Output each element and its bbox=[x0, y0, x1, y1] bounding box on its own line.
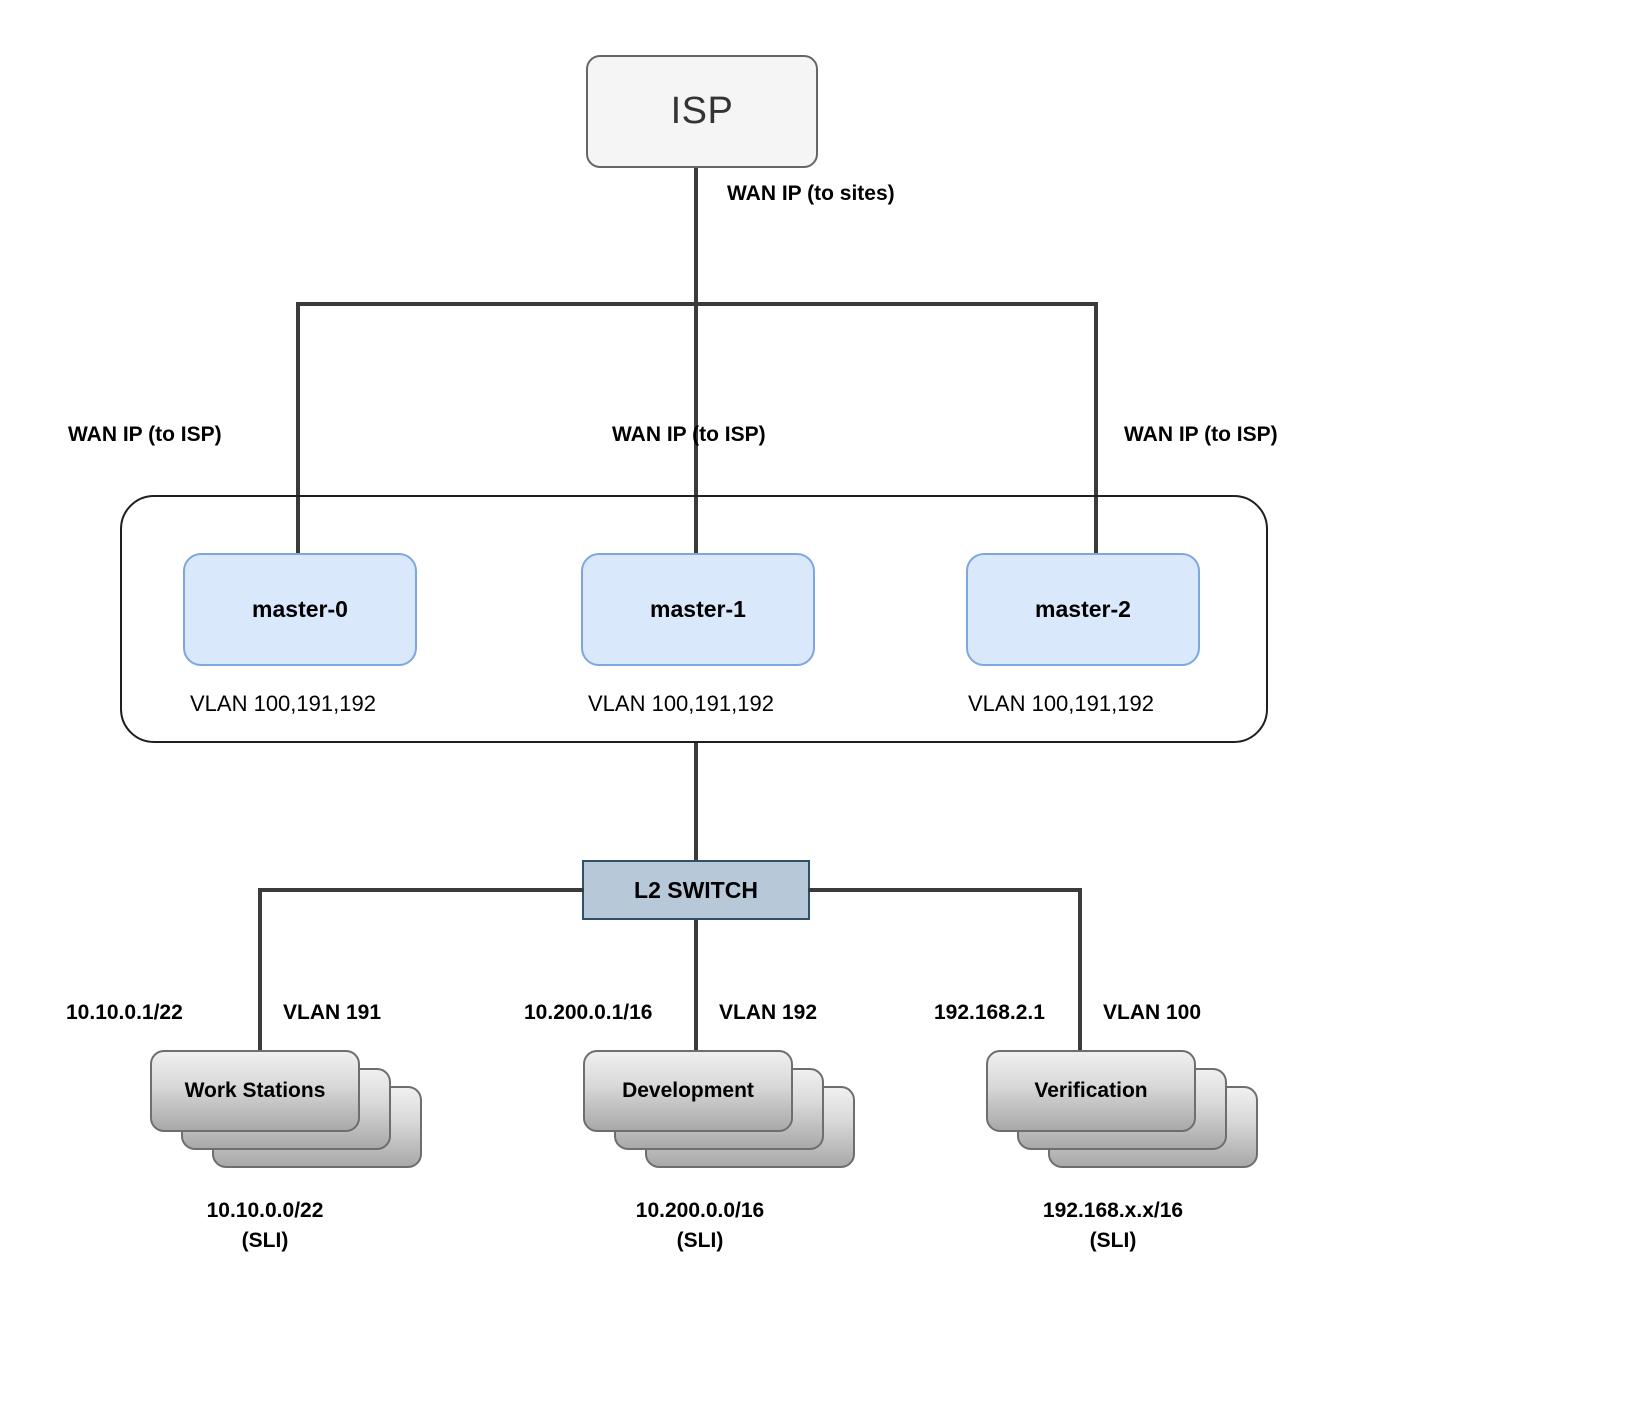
switch-left-branch-line bbox=[258, 888, 584, 892]
work-stations-label: Work Stations bbox=[184, 1079, 326, 1102]
work-stations-note-label: (SLI) bbox=[241, 1229, 289, 1252]
verification-label: Verification bbox=[1034, 1079, 1148, 1102]
master-1-vlan-label: VLAN 100,191,192 bbox=[588, 691, 774, 716]
master-node-1-label: master-1 bbox=[650, 596, 746, 622]
development-note-label: (SLI) bbox=[676, 1229, 724, 1252]
verification-note-label: (SLI) bbox=[1089, 1229, 1137, 1252]
development-downlink-line bbox=[694, 920, 698, 1060]
stack-sheet-front: Development bbox=[583, 1050, 793, 1132]
l2-switch-node[interactable]: L2 SWITCH bbox=[582, 860, 810, 920]
stack-sheet-front: Work Stations bbox=[150, 1050, 360, 1132]
l2-switch-label: L2 SWITCH bbox=[634, 876, 758, 903]
uplink-label-master-1: WAN IP (to ISP) bbox=[612, 423, 766, 446]
host-group-verification[interactable]: Verification bbox=[986, 1050, 1258, 1168]
cluster-to-switch-line bbox=[694, 743, 698, 860]
master-node-2-label: master-2 bbox=[1035, 596, 1131, 622]
workstations-gateway-label: 10.10.0.1/22 bbox=[66, 1001, 183, 1024]
development-subnet-label: 10.200.0.0/16 bbox=[635, 1199, 765, 1222]
master-2-vlan-label: VLAN 100,191,192 bbox=[968, 691, 1154, 716]
isp-downlink-label: WAN IP (to sites) bbox=[727, 182, 895, 205]
development-gateway-label: 10.200.0.1/16 bbox=[524, 1001, 653, 1024]
master-node-2[interactable]: master-2 bbox=[966, 553, 1200, 666]
host-group-development[interactable]: Development bbox=[583, 1050, 855, 1168]
isp-downlink-line bbox=[694, 168, 698, 304]
uplink-line-master-2 bbox=[1094, 302, 1098, 560]
isp-node[interactable]: ISP bbox=[586, 55, 818, 168]
verification-vlan-label: VLAN 100 bbox=[1103, 1001, 1202, 1024]
uplink-line-master-0 bbox=[296, 302, 300, 560]
development-vlan-label: VLAN 192 bbox=[719, 1001, 818, 1024]
master-0-vlan-label: VLAN 100,191,192 bbox=[190, 691, 376, 716]
master-node-0-label: master-0 bbox=[252, 596, 348, 622]
uplink-label-master-0: WAN IP (to ISP) bbox=[68, 423, 222, 446]
master-cluster-container bbox=[120, 495, 1268, 743]
uplink-label-master-2: WAN IP (to ISP) bbox=[1124, 423, 1278, 446]
switch-right-branch-line bbox=[808, 888, 1082, 892]
work-stations-subnet-label: 10.10.0.0/22 bbox=[206, 1199, 324, 1222]
verification-subnet-label: 192.168.x.x/16 bbox=[1042, 1199, 1184, 1222]
isp-node-label: ISP bbox=[670, 90, 734, 132]
stack-sheet-front: Verification bbox=[986, 1050, 1196, 1132]
workstations-downlink-line bbox=[258, 888, 262, 1060]
workstations-vlan-label: VLAN 191 bbox=[283, 1001, 382, 1024]
master-node-0[interactable]: master-0 bbox=[183, 553, 417, 666]
uplink-line-master-1 bbox=[694, 302, 698, 560]
verification-downlink-line bbox=[1078, 888, 1082, 1060]
master-node-1[interactable]: master-1 bbox=[581, 553, 815, 666]
development-label: Development bbox=[622, 1079, 754, 1102]
verification-gateway-label: 192.168.2.1 bbox=[934, 1001, 1045, 1024]
host-group-work-stations[interactable]: Work Stations bbox=[150, 1050, 422, 1168]
